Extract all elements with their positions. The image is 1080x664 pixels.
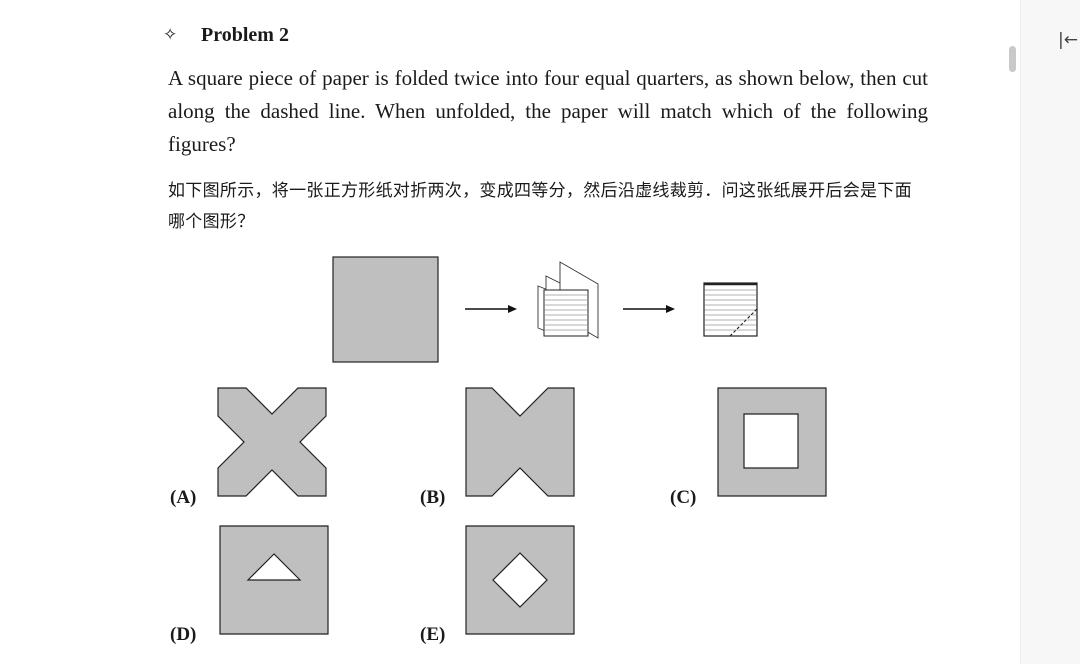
unfolded-square (332, 256, 439, 363)
option-b-figure (465, 387, 575, 497)
sparkle-icon: ✧ (163, 25, 178, 45)
option-b-label: (B) (420, 487, 446, 508)
dashed-cut-line (729, 308, 758, 337)
right-sidebar (1020, 0, 1080, 664)
collapse-sidebar-icon[interactable]: |← (1058, 30, 1078, 50)
option-e-label: (E) (420, 624, 446, 645)
arrow-1 (465, 305, 517, 313)
problem-text-chinese: 如下图所示，将一张正方形纸对折两次，变成四等分，然后沿虚线裁剪．问这张纸展开后会… (168, 181, 912, 232)
problem-text-english: A square piece of paper is folded twice … (168, 66, 928, 156)
scrollbar-thumb[interactable] (1009, 46, 1016, 72)
option-d-label: (D) (170, 624, 197, 645)
folded-paper-stack (537, 261, 599, 339)
option-d-figure (219, 525, 329, 635)
folding-sequence-figure (332, 256, 758, 363)
problem-title: Problem 2 (201, 23, 289, 46)
folded-quarter-with-cut-line (703, 282, 758, 337)
option-e-figure (465, 525, 575, 635)
problem-heading: ✧ Problem 2 (163, 20, 289, 50)
option-c-figure (717, 387, 827, 497)
arrow-2 (623, 305, 675, 313)
option-c-label: (C) (670, 487, 697, 508)
option-a-figure (217, 387, 327, 497)
option-a-label: (A) (170, 487, 197, 508)
